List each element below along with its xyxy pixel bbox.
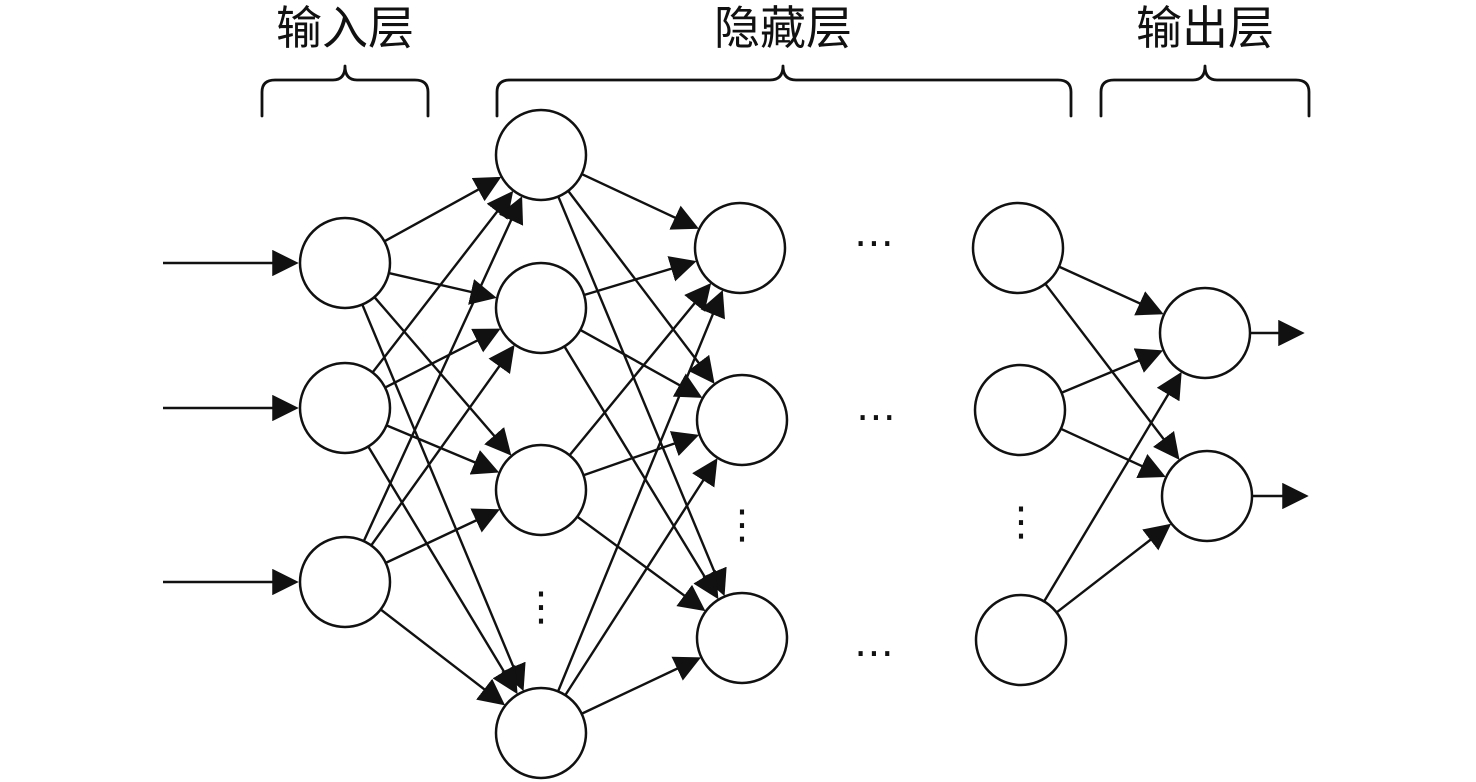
edge-hidden1-2-hidden2-1 [583, 256, 697, 297]
edge-hidden1-1-hidden2-2 [567, 190, 715, 384]
output-node-1 [1158, 286, 1252, 380]
edge-hidden1-4-hidden2-1 [556, 289, 725, 692]
hiddenn-node-1 [971, 201, 1065, 295]
edge-hidden1-3-hidden2-2 [583, 431, 700, 477]
ellipsis-horizontal-middle: ⋯ [856, 394, 896, 440]
edge-hidden1-2-hidden2-2 [579, 328, 703, 398]
edge-hidden1-1-hidden2-3 [557, 196, 727, 597]
edge-hidden1-4-hidden2-2 [564, 458, 718, 696]
edge-input-1-hidden1-3 [373, 296, 512, 456]
edge-hidden1-4-hidden2-3 [581, 656, 701, 715]
hidden-layer-brace [495, 64, 1073, 118]
edge-input-2-hidden1-2 [384, 328, 501, 389]
edge-input-2-hidden1-1 [371, 190, 514, 374]
edge-input-1-hidden1-4 [361, 304, 526, 692]
hidden2-node-2 [695, 373, 789, 467]
edge-input-3-hidden1-3 [385, 508, 500, 564]
edge-input-3-hidden1-4 [379, 608, 506, 706]
edge-input-3-hidden1-1 [362, 196, 524, 542]
hidden2-node-1 [693, 201, 787, 295]
edge-hiddenn-2-output-1 [1061, 348, 1164, 394]
edge-hidden1-3-hidden2-3 [576, 515, 706, 612]
input-node-2 [298, 361, 392, 455]
output-layer-brace [1099, 64, 1311, 118]
input-node-1 [298, 216, 392, 310]
input-node-3 [298, 535, 392, 629]
hidden1-node-2 [494, 261, 588, 355]
ellipsis-horizontal-top: ⋯ [854, 220, 894, 266]
edge-input-1-hidden1-1 [383, 176, 502, 243]
ellipsis-vertical-hidden-3: ⋮ [1001, 499, 1041, 545]
hiddenn-node-3 [974, 593, 1068, 687]
edge-hidden1-1-hidden2-1 [581, 172, 699, 230]
hidden2-node-3 [695, 591, 789, 685]
edge-hiddenn-3-output-2 [1055, 523, 1172, 614]
ellipsis-vertical-hidden-1: ⋮ [521, 584, 561, 630]
ellipsis-vertical-hidden-2: ⋮ [722, 502, 762, 548]
edge-input-2-hidden1-4 [367, 445, 518, 695]
output-layer-label: 输出层 [1136, 1, 1274, 55]
output-node-2 [1160, 449, 1254, 543]
input-layer-label: 输入层 [276, 1, 414, 55]
hidden1-node-3 [494, 443, 588, 537]
ellipsis-horizontal-bottom: ⋯ [854, 630, 894, 676]
edge-hidden1-2-hidden2-3 [563, 345, 719, 600]
input-layer-brace [260, 64, 430, 118]
edge-hiddenn-1-output-1 [1058, 265, 1164, 316]
hidden1-node-4 [494, 686, 588, 780]
hidden-layer-ellipses: ⋯ ⋯ ⋯ ⋮ ⋮ ⋮ [521, 220, 1041, 676]
edge-hidden1-3-hidden2-1 [568, 283, 712, 457]
neuron-nodes [298, 108, 1254, 780]
hidden-layer-label: 隐藏层 [714, 1, 852, 55]
connection-arrows [163, 172, 1309, 715]
edge-hiddenn-2-output-2 [1060, 427, 1166, 479]
hiddenn-node-2 [973, 363, 1067, 457]
hidden1-node-1 [494, 108, 588, 202]
edge-hiddenn-3-output-1 [1043, 371, 1182, 603]
edge-input-3-hidden1-2 [370, 344, 515, 547]
